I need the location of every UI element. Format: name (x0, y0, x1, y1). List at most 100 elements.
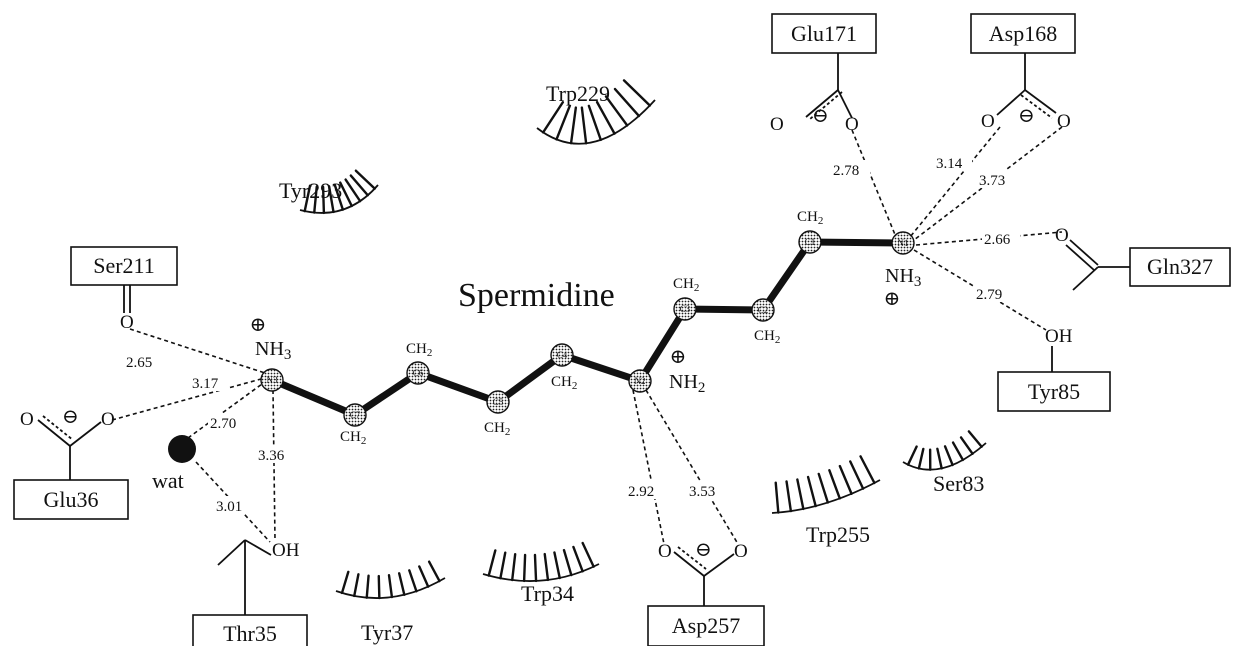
oxygen-label: O (1057, 111, 1071, 132)
residue-glu36: O O ⊖ Glu36 (13, 406, 129, 520)
hydrophobic-lash (622, 79, 652, 107)
hydrophobic-lash (774, 481, 780, 514)
distance-label: 3.01 (216, 499, 242, 515)
hydrophobic-lash (533, 553, 538, 583)
hydrophobic-lash (936, 447, 943, 470)
distance-label: 3.36 (258, 448, 285, 464)
oxygen-label: O (981, 111, 995, 132)
distance-label: 2.65 (126, 355, 152, 371)
residue-label: Gln327 (1147, 254, 1213, 279)
hydrophobic-lash (522, 553, 527, 583)
hydrophobic-lash (340, 570, 350, 595)
hbond-wat-thr35 (195, 461, 271, 543)
atom-label: C4 (557, 350, 568, 360)
atom-n1 (891, 231, 915, 255)
residue-thr35: OH Thr35 (192, 539, 308, 646)
residue-ser211: Ser211 O (70, 246, 178, 333)
ch2-label: CH2 (754, 328, 780, 346)
atom-c1 (798, 230, 822, 254)
hydrophobic-lash (377, 574, 381, 600)
atom-label: C3 (680, 304, 691, 314)
residue-label: Thr35 (223, 621, 277, 646)
residue-gln327: O Gln327 (1055, 225, 1231, 291)
minus-charge-icon: ⊖ (62, 406, 79, 428)
hydrophobic-lash (487, 549, 497, 577)
hydrophobic-label: Trp34 (521, 581, 574, 606)
water-molecule (168, 435, 196, 463)
hydroxyl-label: OH (272, 540, 300, 561)
hydrophobic-lash (397, 572, 406, 596)
hbond-glu171 (851, 129, 897, 238)
residue-label: Asp257 (672, 613, 740, 638)
hydrophobic-arc-tyr37 (335, 577, 446, 599)
residue-asp168: O O ⊖ Asp168 (970, 13, 1076, 132)
minus-charge-icon: ⊖ (695, 539, 712, 561)
water-label: wat (152, 468, 184, 493)
hydrophobic-lash (587, 104, 602, 142)
oxygen-label: O (20, 409, 34, 430)
oxygen-label: O (1055, 225, 1069, 246)
atom-n3 (260, 368, 284, 392)
distance-labels: 2.78 3.14 3.73 2.66 2.79 2.65 3.17 2.70 … (124, 153, 1020, 515)
hydrophobic-lash (313, 185, 318, 214)
oxygen-label: O (770, 114, 784, 135)
nh3-label: NH3 (255, 338, 291, 363)
oxygen-label: O (120, 312, 134, 333)
hydrophobic-lash (555, 104, 571, 141)
hydrophobic-lash (967, 430, 983, 448)
plus-charge-icon: ⊕ (670, 346, 687, 368)
hydrophobic-lash (959, 436, 974, 455)
atom-label: N1 (898, 238, 909, 248)
atom-c6 (406, 361, 430, 385)
atom-c3 (673, 297, 697, 321)
distance-label: 2.66 (984, 232, 1011, 248)
hydrophobic-lash (943, 445, 954, 467)
atom-n2 (628, 369, 652, 393)
hydrophobic-lash (951, 441, 965, 462)
hydrophobic-lash (541, 101, 565, 134)
hydrophobic-lash (543, 552, 550, 582)
plus-charge-icon: ⊕ (884, 288, 901, 310)
residue-label: Asp168 (989, 21, 1057, 46)
hydrophobic-arc-trp34 (482, 563, 600, 582)
residue-label: Glu171 (791, 21, 857, 46)
hydrophobic-lash (354, 169, 376, 190)
distance-label: 2.70 (210, 416, 236, 432)
oxygen-label: O (101, 409, 115, 430)
hydrophobic-lash (806, 475, 817, 508)
hydrophobic-lash (427, 560, 441, 583)
hydrophobic-lash (353, 573, 360, 598)
oxygen-label: O (658, 541, 672, 562)
hydrophobic-lash (838, 464, 853, 495)
hydrophobic-lash (327, 185, 335, 214)
hydrophobic-lash (562, 548, 573, 577)
residue-label: Tyr85 (1028, 379, 1080, 404)
distance-label: 2.79 (976, 287, 1002, 303)
nh2-label: NH2 (669, 371, 705, 396)
spermidine-backbone (268, 238, 907, 419)
hydrophobic-label: Tyr293 (279, 178, 342, 203)
backbone-atoms: N3 C7 C6 C5 C4 N2 C3 C2 C1 N1 (260, 230, 915, 427)
hydrophobic-lash (917, 447, 925, 470)
hydrophobic-lash (344, 178, 362, 203)
distance-label: 3.17 (192, 376, 219, 392)
minus-charge-icon: ⊖ (812, 105, 829, 127)
ch2-label: CH2 (406, 341, 432, 359)
ch2-label: CH2 (484, 420, 510, 438)
residue-glu171: O O ⊖ Glu171 (770, 13, 877, 135)
hydrophobic-arc-trp229 (536, 99, 656, 145)
hydrophobic-lash (333, 183, 345, 211)
hydrophobic-label: Trp255 (806, 522, 870, 547)
hydrophobic-lash (580, 106, 588, 145)
hydrophobic-lash (511, 552, 517, 582)
hydrophobic-lash (349, 174, 369, 197)
atom-label: N3 (267, 375, 278, 385)
distance-label: 3.53 (689, 484, 715, 500)
distance-label: 3.73 (979, 173, 1005, 189)
atom-c5 (486, 390, 510, 414)
residue-asp257: O O ⊖ Asp257 (647, 539, 765, 646)
atom-label: N2 (635, 376, 646, 386)
hydrophobic-lash (613, 87, 641, 118)
hydrophobic-lash (595, 100, 616, 135)
